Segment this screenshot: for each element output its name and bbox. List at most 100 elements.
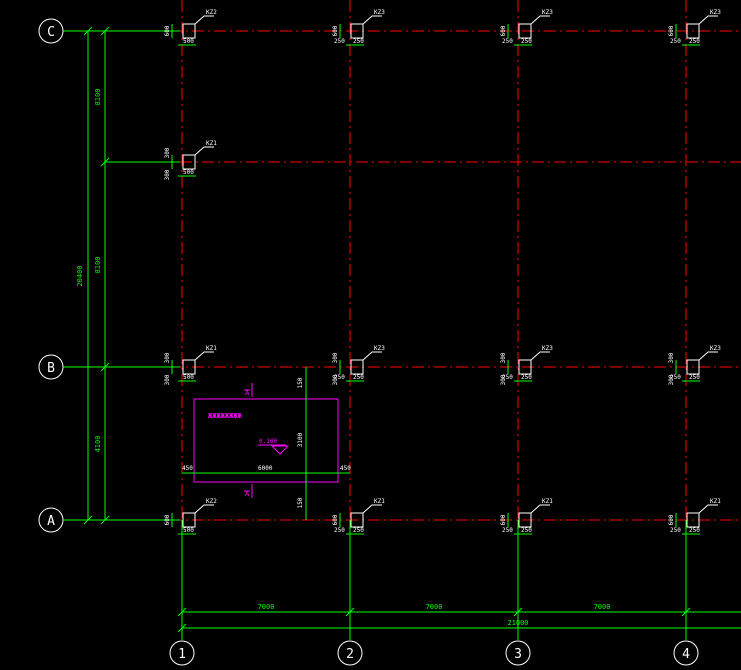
column-half-left: 250 xyxy=(670,38,681,45)
column-section xyxy=(350,512,364,528)
column-half-right: 250 xyxy=(689,527,700,534)
column-width-label: 500 xyxy=(183,38,194,45)
row-bubble-c: C xyxy=(38,18,64,44)
col-bubble-2: 2 xyxy=(337,640,363,666)
col-bubble-1: 1 xyxy=(169,640,195,666)
dim-b-to-a: 4100 xyxy=(94,436,102,453)
column-depth-bottom: 300 xyxy=(332,374,339,385)
column-c3: KZ3 250 250 600 xyxy=(500,9,553,46)
svg-text:1: 1 xyxy=(178,647,186,662)
svg-text:4: 4 xyxy=(682,647,690,662)
column-tag: KZ1 xyxy=(542,498,553,505)
dim-open-depth: 3100 xyxy=(297,432,304,447)
column-half-left: 250 xyxy=(334,527,345,534)
column-section xyxy=(350,23,364,39)
column-section xyxy=(686,359,700,375)
column-c1: KZ2 500 600 xyxy=(164,9,217,46)
column-half-left: 250 xyxy=(502,374,513,381)
column-depth-bottom: 300 xyxy=(164,374,171,385)
column-depth-label: 600 xyxy=(500,25,507,36)
column-half-left: 250 xyxy=(502,527,513,534)
svg-text:A: A xyxy=(47,514,55,529)
column-width-label: 500 xyxy=(183,374,194,381)
column-half-left: 250 xyxy=(670,374,681,381)
column-tag-leader xyxy=(698,15,718,25)
column-half-left: 250 xyxy=(334,374,345,381)
svg-text:C: C xyxy=(47,25,55,40)
column-section xyxy=(182,359,196,375)
column-half-right: 250 xyxy=(353,374,364,381)
column-half-right: 250 xyxy=(521,374,532,381)
column-section xyxy=(518,359,532,375)
column-tag-leader xyxy=(194,146,214,156)
column-tag-leader xyxy=(362,351,382,361)
dim-bay-1-2: 7000 xyxy=(258,603,275,611)
opening-outline xyxy=(193,398,339,483)
row-bubble-a: A xyxy=(38,507,64,533)
column-depth-label: 600 xyxy=(668,514,675,525)
dim-c-to-m: 8100 xyxy=(94,89,102,106)
dim-total-horizontal: 21000 xyxy=(507,619,528,627)
column-tag-leader xyxy=(530,351,550,361)
column-tag: KZ3 xyxy=(710,9,721,16)
dim-open-offset-right: 450 xyxy=(340,465,351,472)
vertical-dimensions xyxy=(83,26,110,525)
column-depth-bottom: 300 xyxy=(668,374,675,385)
column-section xyxy=(518,512,532,528)
column-tag-leader xyxy=(698,504,718,514)
column-width-label: 500 xyxy=(183,169,194,176)
svg-text:3: 3 xyxy=(514,647,522,662)
column-tag: KZ1 xyxy=(206,140,217,147)
column-tag: KZ2 xyxy=(206,9,217,16)
column-section xyxy=(182,23,196,39)
row-bubble-b: B xyxy=(38,354,64,380)
column-tag: KZ3 xyxy=(374,9,385,16)
column-depth-top: 300 xyxy=(668,352,675,363)
column-tag: KZ3 xyxy=(710,345,721,352)
column-depth-top: 300 xyxy=(332,352,339,363)
dim-open-side-bottom: 150 xyxy=(297,497,304,508)
column-section xyxy=(518,23,532,39)
column-tag-leader xyxy=(194,351,214,361)
column-section xyxy=(350,359,364,375)
column-half-right: 250 xyxy=(689,374,700,381)
column-section xyxy=(182,154,196,170)
column-tag: KZ2 xyxy=(206,498,217,505)
horizontal-dimensions xyxy=(177,607,741,633)
column-tag: KZ1 xyxy=(374,498,385,505)
dim-open-side-top: 150 xyxy=(297,377,304,388)
column-tag-leader xyxy=(530,504,550,514)
column-tag: KZ3 xyxy=(374,345,385,352)
column-depth-label: 600 xyxy=(332,514,339,525)
column-half-right: 250 xyxy=(521,38,532,45)
column-half-left: 250 xyxy=(502,38,513,45)
svg-text:B: B xyxy=(47,361,55,376)
column-section xyxy=(686,512,700,528)
opening-note: ЖЖЖЖЖЖЖЖ xyxy=(208,412,243,420)
column-tag: KZ3 xyxy=(542,9,553,16)
col-bubble-4: 4 xyxy=(673,640,699,666)
column-section xyxy=(182,512,196,528)
column-depth-bottom: 300 xyxy=(164,169,171,180)
column-tag-leader xyxy=(530,15,550,25)
axis-leaders xyxy=(64,30,687,640)
column-width-label: 500 xyxy=(183,527,194,534)
opening: A A ЖЖЖЖЖЖЖЖ 0.100 450 6000 450 150 3100… xyxy=(182,367,351,520)
column-tag: KZ3 xyxy=(542,345,553,352)
section-label-bottom: A xyxy=(245,490,250,498)
column-tag-leader xyxy=(194,504,214,514)
column-depth-label: 600 xyxy=(164,25,171,36)
column-depth-top: 300 xyxy=(164,147,171,158)
column-depth-label: 600 xyxy=(500,514,507,525)
column-depth-label: 600 xyxy=(332,25,339,36)
column-m1: KZ1 500 300 300 xyxy=(164,140,217,180)
dim-bay-2-3: 7000 xyxy=(426,603,443,611)
